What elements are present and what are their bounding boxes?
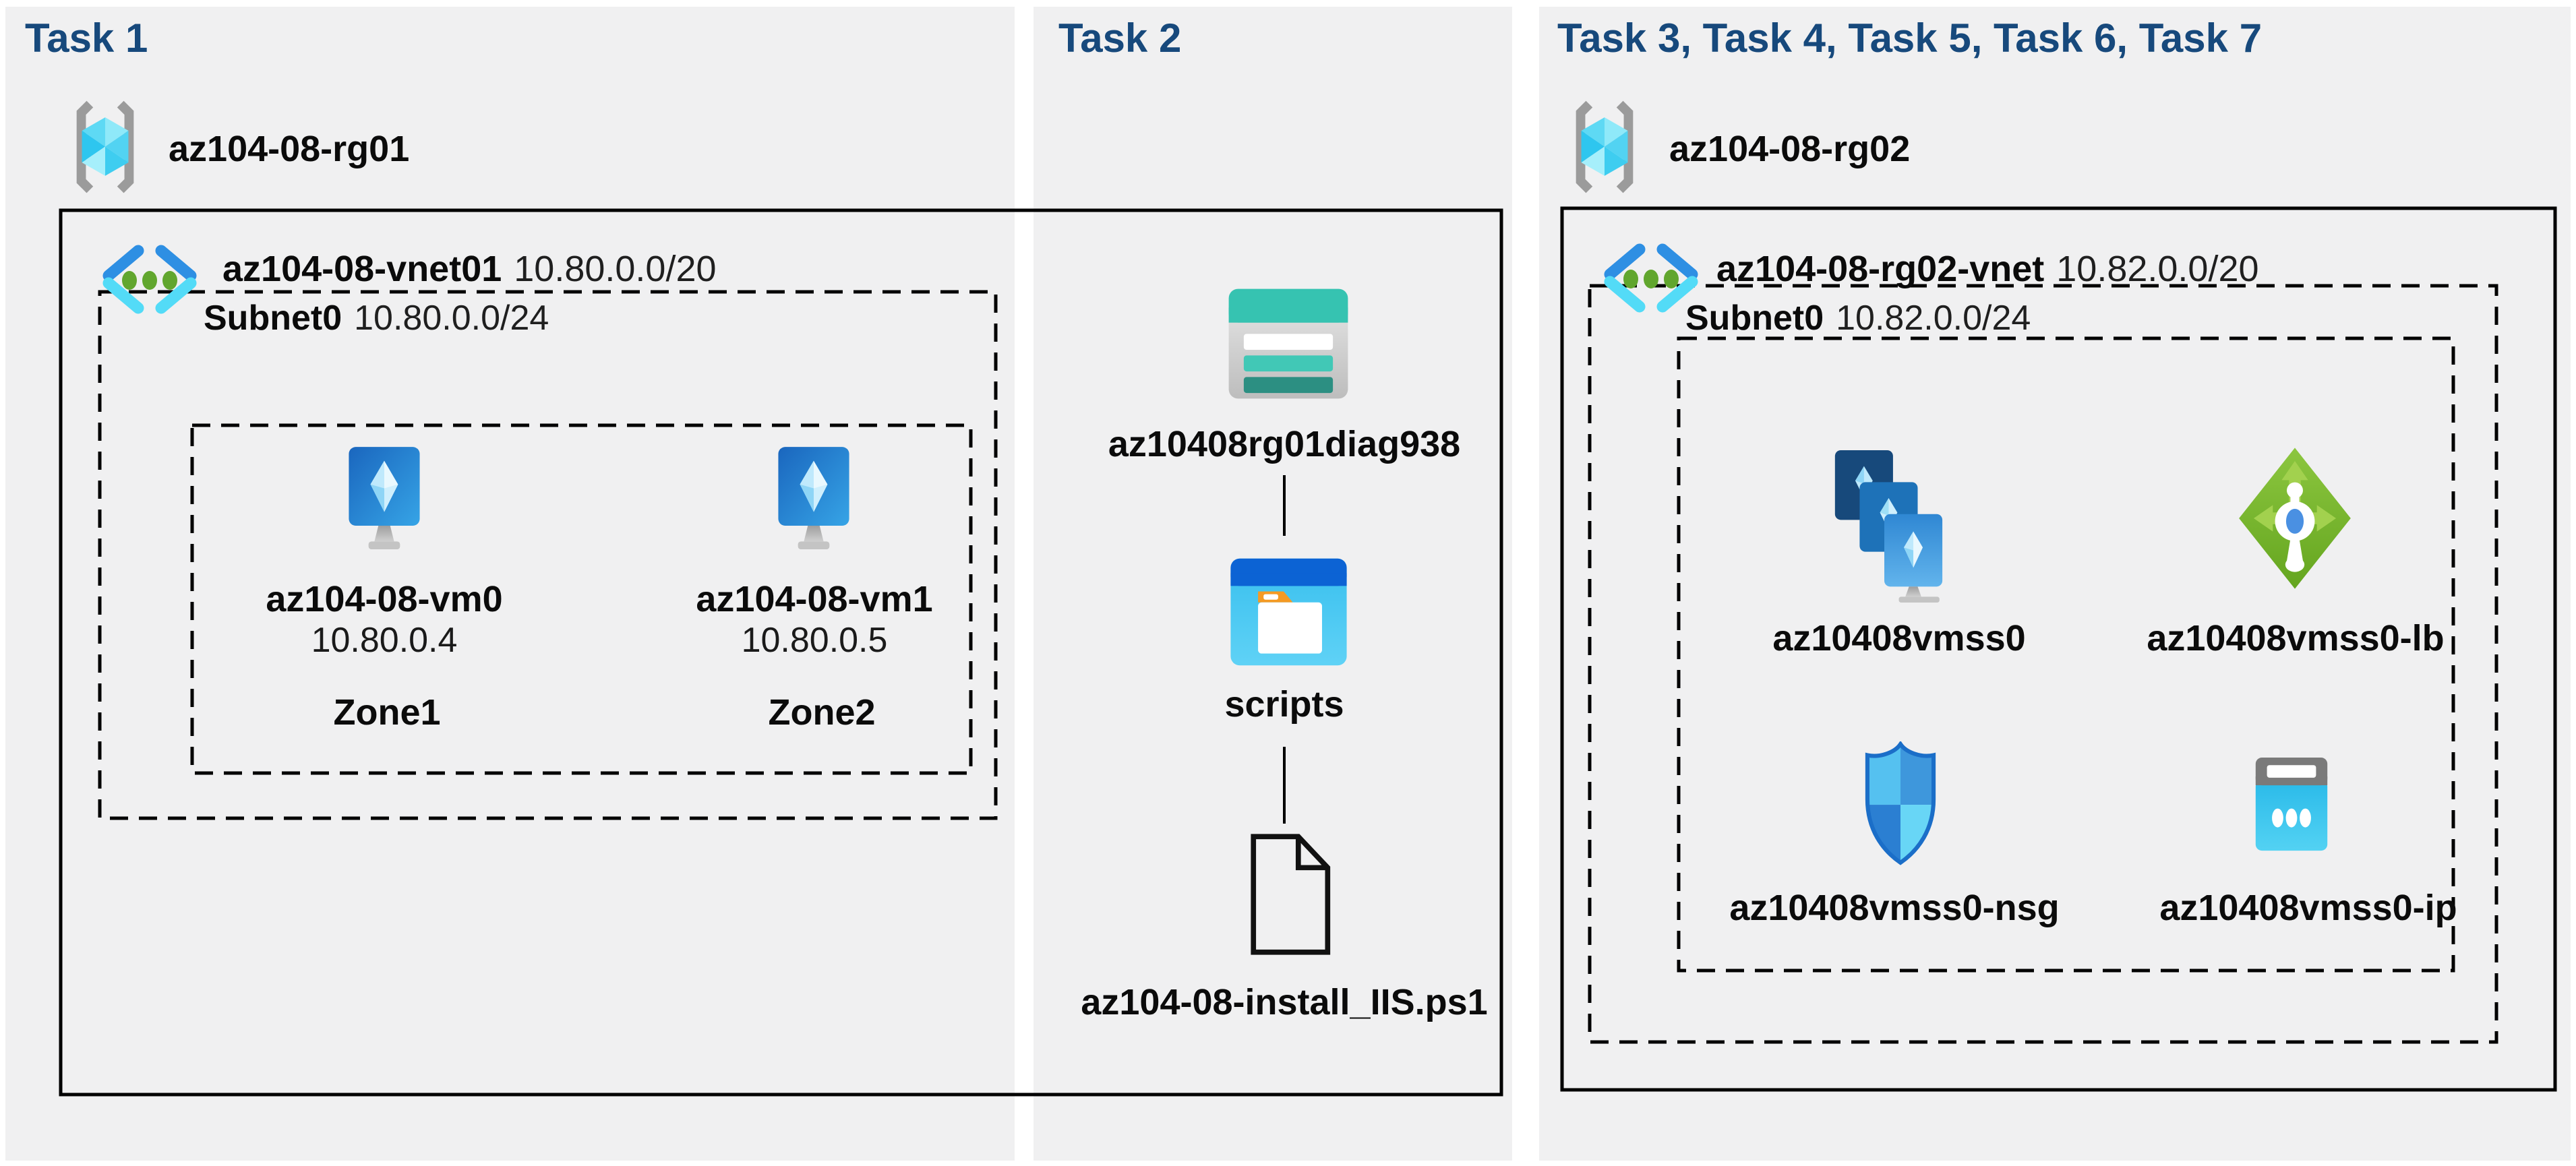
vm0-ip: 10.80.0.4 [311, 621, 458, 660]
nsg-label: az10408vmss0-nsg [1729, 888, 2060, 928]
virtual-network-icon [1604, 243, 1698, 313]
lb-label: az10408vmss0-lb [2147, 618, 2445, 658]
task1-header: Task 1 [25, 16, 148, 61]
vm0-name: az104-08-vm0 [266, 579, 503, 619]
public-ip-label: az10408vmss0-ip [2159, 888, 2457, 928]
vnet1-boundary [59, 208, 1503, 1097]
vm-group-boundary [190, 423, 973, 775]
vnet2-boundary [1560, 206, 2557, 1092]
task3-header: Task 3, Task 4, Task 5, Task 6, Task 7 [1557, 16, 2263, 61]
resource-group-icon [1576, 100, 1634, 193]
rg2-label: az104-08-rg02 [1669, 129, 1911, 169]
vm1-zone: Zone2 [768, 692, 876, 733]
vnet1-cidr: 10.80.0.0/20 [514, 249, 717, 289]
storage-account-label: az10408rg01diag938 [1108, 424, 1461, 464]
task2-header: Task 2 [1058, 16, 1182, 61]
network-security-group-icon [1865, 741, 1936, 865]
vm-scale-set-icon [1834, 450, 1943, 603]
vm1-name: az104-08-vm1 [696, 579, 933, 619]
vmss-group-boundary [1677, 336, 2455, 973]
subnet1-boundary [98, 290, 998, 820]
subnet2-cidr: 10.82.0.0/24 [1836, 299, 2031, 338]
subnet2-boundary [1588, 284, 2498, 1044]
task1-panel [5, 7, 1015, 1161]
script-file-label: az104-08-install_IIS.ps1 [1081, 982, 1488, 1022]
task3-panel [1539, 7, 2571, 1161]
vm1-ip: 10.80.0.5 [741, 621, 888, 660]
vnet2-cidr: 10.82.0.0/20 [2056, 249, 2259, 289]
virtual-machine-icon [778, 447, 849, 549]
blob-container-icon [1230, 558, 1347, 666]
file-icon [1251, 834, 1331, 955]
virtual-network-icon [102, 245, 197, 314]
storage-account-icon [1228, 288, 1348, 399]
public-ip-icon [2255, 758, 2328, 851]
vm0-zone: Zone1 [333, 692, 441, 733]
subnet1-cidr: 10.80.0.0/24 [354, 299, 549, 338]
container-label: scripts [1224, 684, 1344, 725]
resource-group-icon [76, 100, 134, 193]
load-balancer-icon [2239, 448, 2351, 589]
rg1-label: az104-08-rg01 [169, 129, 410, 169]
virtual-machine-icon [349, 447, 420, 549]
vmss-label: az10408vmss0 [1772, 618, 2026, 658]
